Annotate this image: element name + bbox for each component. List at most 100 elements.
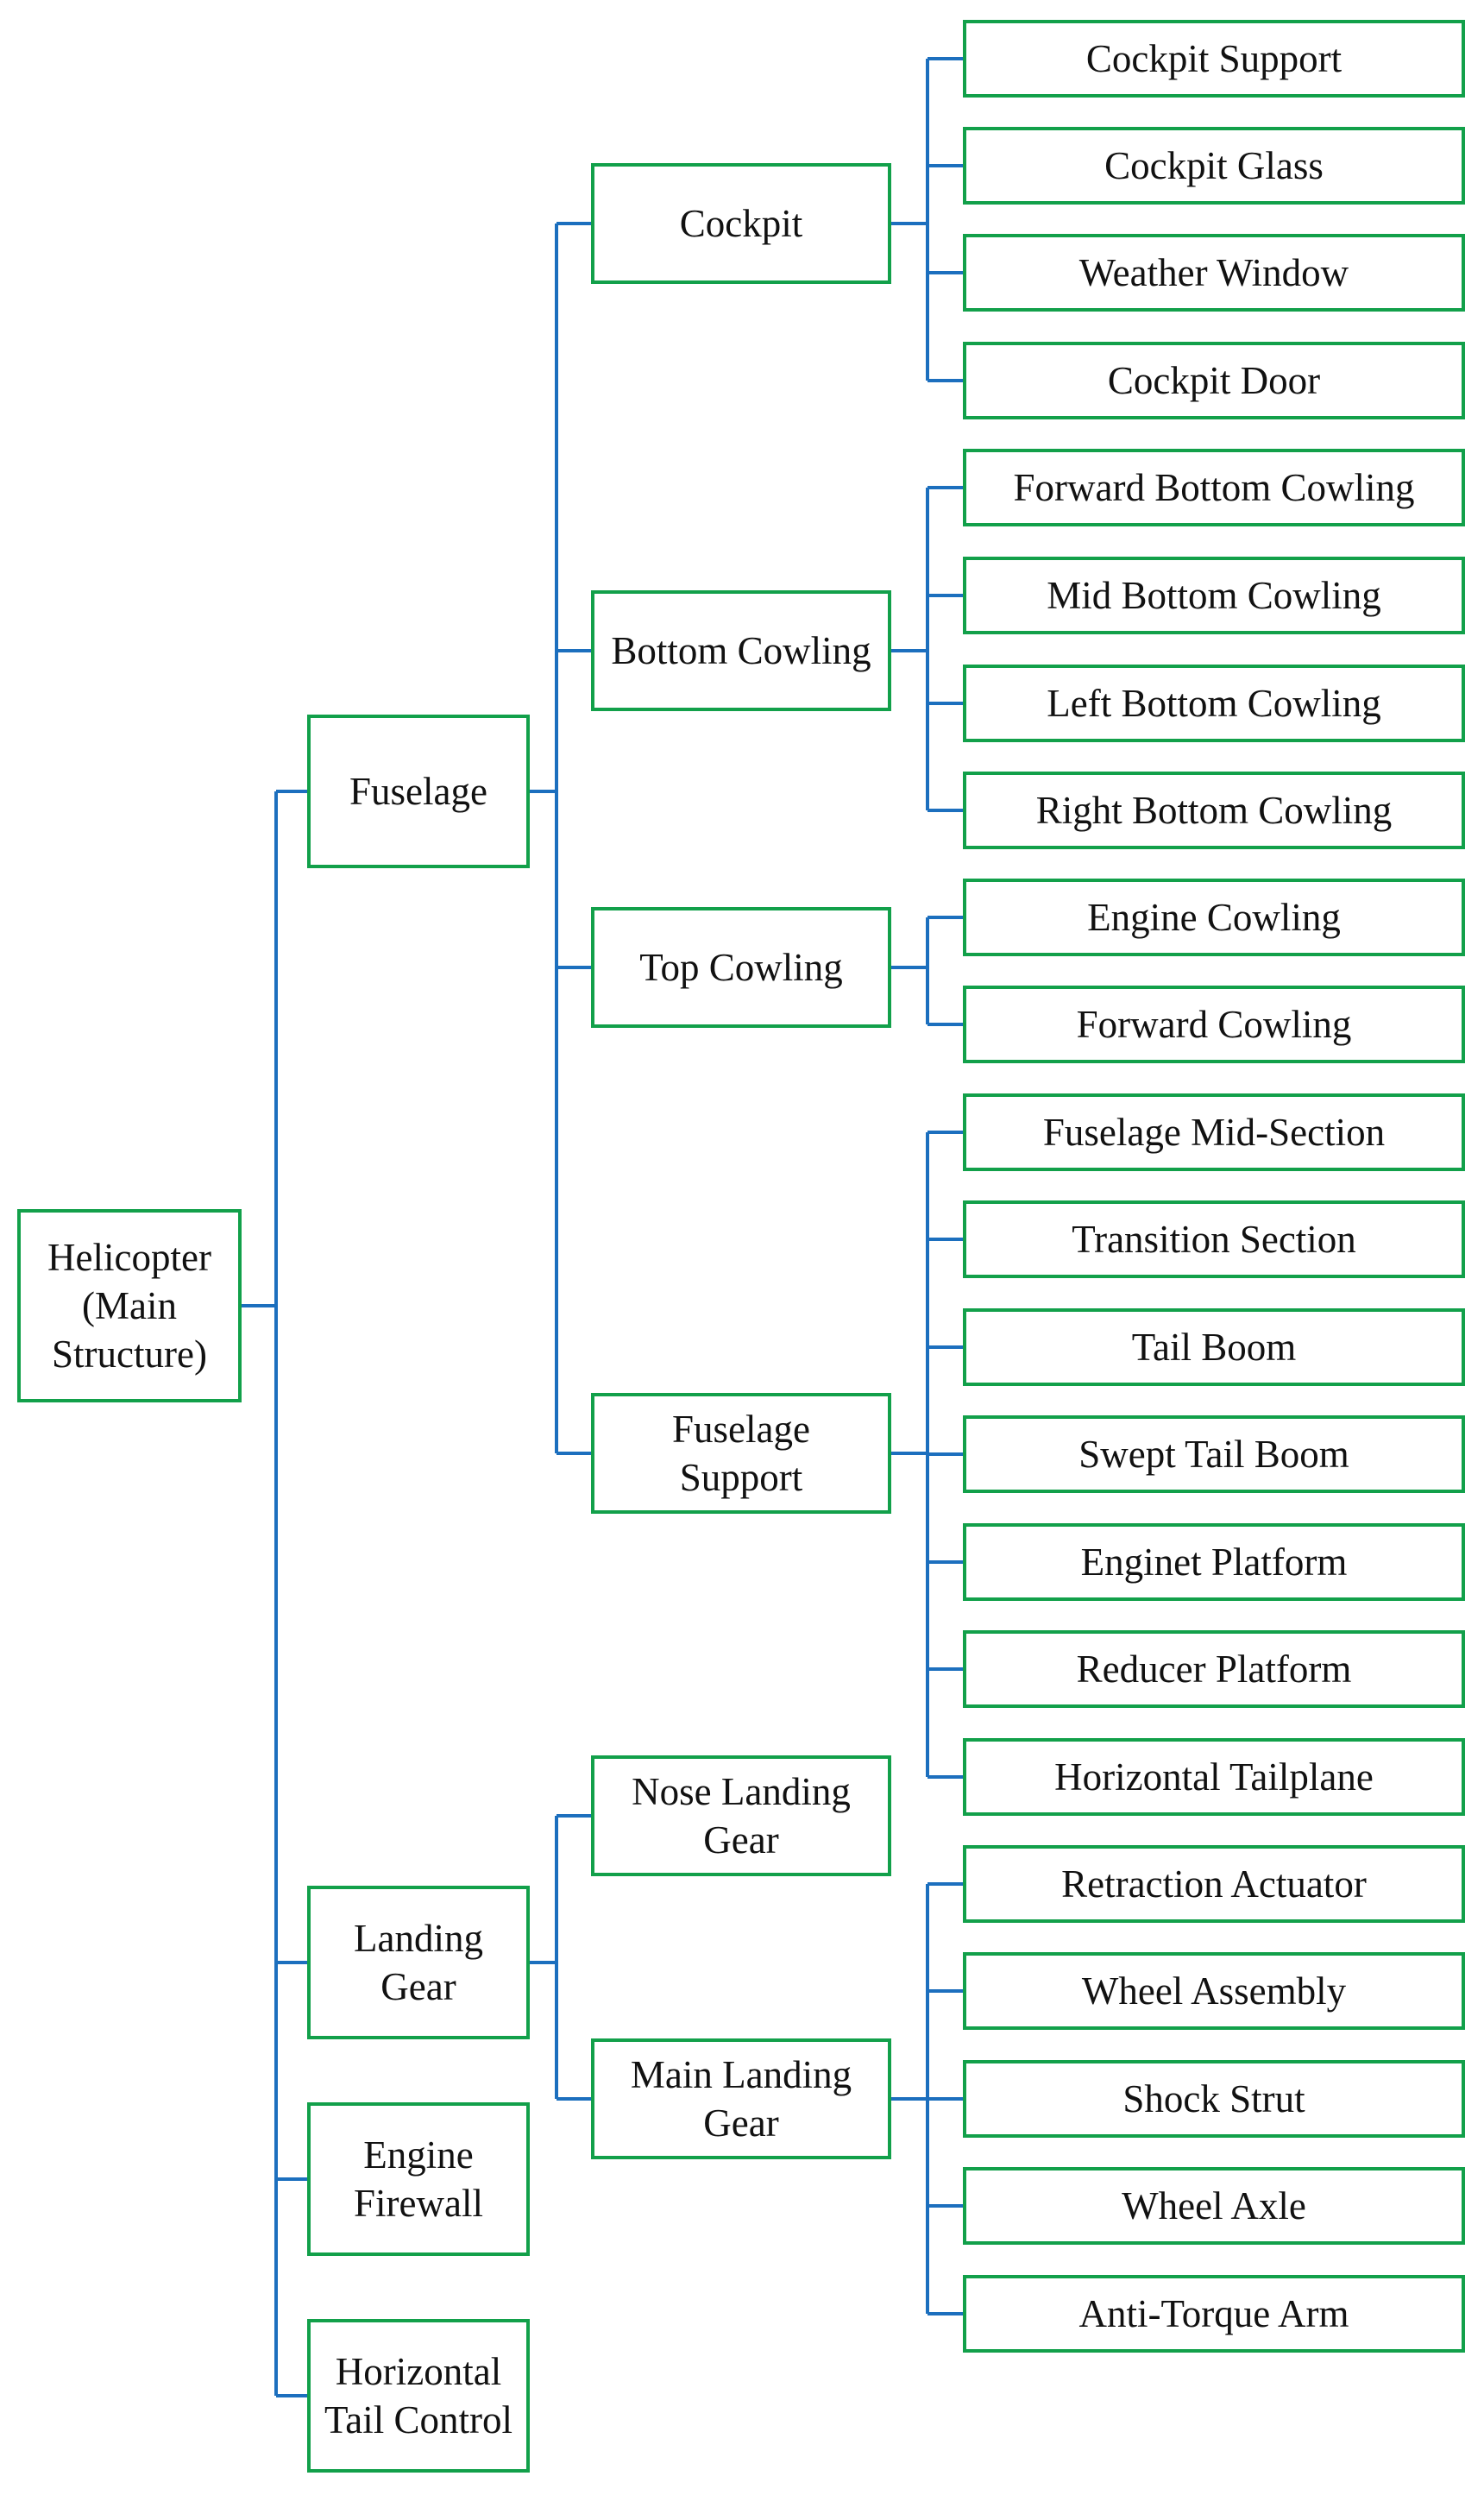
node-label: Structure): [52, 1333, 207, 1376]
node-label: Gear: [703, 2101, 778, 2145]
node-box: [591, 1393, 891, 1514]
node-label: Gear: [703, 1818, 778, 1862]
node-box: [591, 163, 891, 284]
node-label: Mid Bottom Cowling: [1047, 574, 1381, 617]
node-cockpit-door: Cockpit Door: [963, 342, 1465, 419]
node-engine-cowling: Engine Cowling: [963, 879, 1465, 956]
node-mid-bottom-cowling: Mid Bottom Cowling: [963, 557, 1465, 634]
node-cockpit: Cockpit: [591, 163, 891, 284]
node-retraction-actuator: Retraction Actuator: [963, 1845, 1465, 1923]
node-fuselage-mid-section: Fuselage Mid-Section: [963, 1093, 1465, 1171]
node-cockpit-glass: Cockpit Glass: [963, 127, 1465, 205]
node-label: Cockpit Door: [1108, 359, 1320, 402]
node-box: [963, 1093, 1465, 1171]
node-box: [963, 1952, 1465, 2030]
node-box: [963, 1200, 1465, 1278]
node-label: (Main: [82, 1284, 177, 1327]
node-box: [963, 234, 1465, 312]
node-box: [963, 665, 1465, 742]
node-box: [963, 1415, 1465, 1493]
node-label: Enginet Platform: [1081, 1540, 1348, 1584]
node-label: Weather Window: [1079, 251, 1349, 294]
node-box: [963, 1630, 1465, 1708]
node-label: Reducer Platform: [1077, 1648, 1352, 1691]
node-box: [307, 2319, 530, 2473]
node-label: Nose Landing: [632, 1770, 851, 1813]
node-box: [963, 879, 1465, 956]
node-label: Retraction Actuator: [1061, 1862, 1367, 1906]
node-box: [963, 2275, 1465, 2353]
node-box: [963, 1523, 1465, 1601]
node-box: [591, 1755, 891, 1876]
node-fuselage: Fuselage: [307, 715, 530, 868]
node-box: [963, 772, 1465, 849]
node-anti-torque-arm: Anti-Torque Arm: [963, 2275, 1465, 2353]
node-label: Gear: [380, 1965, 456, 2008]
node-box: [963, 1845, 1465, 1923]
node-label: Tail Control: [324, 2398, 512, 2441]
node-reducer-platform: Reducer Platform: [963, 1630, 1465, 1708]
node-label: Engine Cowling: [1087, 896, 1341, 939]
node-box: [963, 20, 1465, 98]
node-box: [17, 1209, 242, 1402]
node-label: Left Bottom Cowling: [1047, 682, 1381, 725]
node-wheel-axle: Wheel Axle: [963, 2167, 1465, 2245]
node-shock-strut: Shock Strut: [963, 2060, 1465, 2138]
node-label: Fuselage: [672, 1408, 810, 1451]
node-label: Tail Boom: [1132, 1326, 1297, 1369]
tree-connectors: [240, 57, 965, 2397]
node-box: [963, 127, 1465, 205]
node-weather-window: Weather Window: [963, 234, 1465, 312]
node-label: Right Bottom Cowling: [1036, 789, 1393, 832]
node-label: Wheel Axle: [1122, 2184, 1306, 2227]
node-label: Transition Section: [1072, 1218, 1356, 1261]
node-label: Fuselage Mid-Section: [1043, 1111, 1385, 1154]
node-label: Swept Tail Boom: [1078, 1433, 1349, 1476]
node-label: Fuselage: [349, 770, 487, 813]
node-label: Helicopter: [47, 1236, 211, 1279]
node-box: [963, 342, 1465, 419]
node-label: Shock Strut: [1122, 2077, 1305, 2120]
node-label: Forward Cowling: [1077, 1003, 1352, 1046]
node-swept-tail-boom: Swept Tail Boom: [963, 1415, 1465, 1493]
node-label: Forward Bottom Cowling: [1013, 466, 1414, 509]
node-box: [963, 2060, 1465, 2138]
node-box: [963, 1308, 1465, 1386]
node-box: [963, 557, 1465, 634]
node-label: Landing: [354, 1917, 483, 1960]
node-box: [307, 2102, 530, 2256]
node-label: Anti-Torque Arm: [1078, 2292, 1349, 2335]
node-forward-bottom-cowling: Forward Bottom Cowling: [963, 449, 1465, 526]
node-left-bottom-cowling: Left Bottom Cowling: [963, 665, 1465, 742]
node-label: Horizontal: [336, 2350, 501, 2393]
node-label: Firewall: [354, 2182, 483, 2225]
node-box: [591, 2038, 891, 2159]
node-label: Top Cowling: [639, 946, 843, 989]
node-box: [963, 449, 1465, 526]
node-enginet-platform: Enginet Platform: [963, 1523, 1465, 1601]
node-box: [591, 590, 891, 711]
node-label: Wheel Assembly: [1082, 1969, 1347, 2013]
node-forward-cowling: Forward Cowling: [963, 986, 1465, 1063]
node-label: Main Landing: [631, 2053, 852, 2096]
node-label: Support: [680, 1456, 803, 1499]
node-label: Engine: [363, 2133, 473, 2177]
node-box: [963, 2167, 1465, 2245]
node-box: [591, 907, 891, 1028]
node-bottom-cowling: Bottom Cowling: [591, 590, 891, 711]
node-horizontal-tailplane: Horizontal Tailplane: [963, 1738, 1465, 1816]
node-right-bottom-cowling: Right Bottom Cowling: [963, 772, 1465, 849]
node-box: [307, 715, 530, 868]
node-label: Bottom Cowling: [611, 629, 871, 672]
node-label: Horizontal Tailplane: [1054, 1755, 1374, 1799]
node-box: [963, 1738, 1465, 1816]
